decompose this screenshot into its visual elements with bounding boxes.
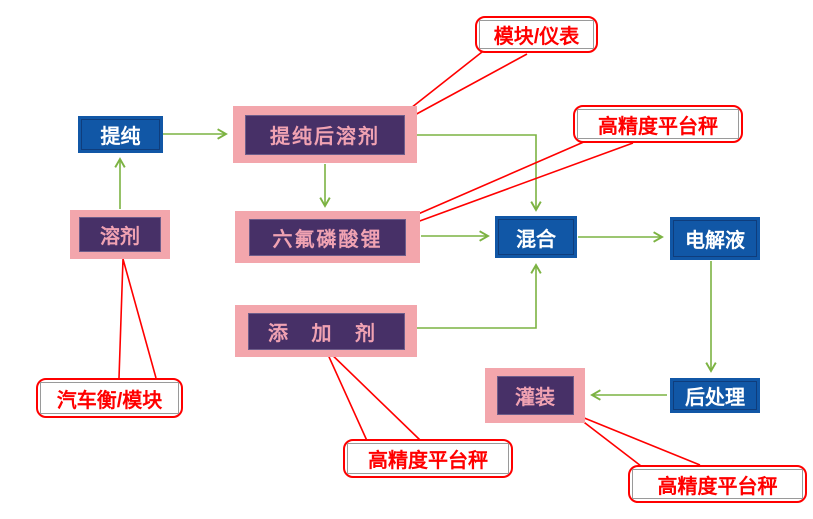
node-electrolyte: 电解液: [670, 217, 760, 260]
node-purify-label: 提纯: [100, 126, 141, 148]
leader-truck-scale: [118, 258, 157, 379]
node-additive: 添 加 剂: [235, 305, 417, 357]
callout-platform-scale-top: 高精度平台秤: [573, 105, 743, 143]
node-purified-solvent: 提纯后溶剂: [233, 106, 417, 163]
node-solvent: 溶剂: [70, 210, 170, 259]
leader-platform-scale-right: [571, 412, 701, 467]
callout-platform-scale-bottom: 高精度平台秤: [343, 439, 513, 478]
node-filling-label: 灌装: [515, 387, 555, 409]
node-solvent-label: 溶剂: [100, 226, 140, 248]
arrow-additive-to-mix: [417, 263, 542, 329]
node-filling: 灌装: [485, 368, 585, 423]
leader-platform-scale-bottom: [324, 347, 421, 444]
callout-platform-scale-bottom-label: 高精度平台秤: [368, 450, 488, 472]
node-additive-label: 添 加 剂: [267, 322, 385, 345]
node-mix-label: 混合: [516, 228, 556, 251]
arrow-purified-solvent-to-mix: [417, 134, 542, 212]
node-purified-solvent-label: 提纯后溶剂: [270, 126, 380, 148]
node-electrolyte-label: 电解液: [685, 230, 745, 252]
leader-platform-scale-top: [401, 140, 634, 227]
node-post-process-label: 后处理: [685, 387, 745, 409]
node-purify: 提纯: [78, 116, 163, 153]
callout-platform-scale-top-label: 高精度平台秤: [598, 115, 718, 138]
node-lipf6: 六氟磷酸锂: [235, 211, 420, 263]
callout-platform-scale-right: 高精度平台秤: [628, 465, 807, 503]
node-lipf6-label: 六氟磷酸锂: [272, 228, 383, 251]
callout-module-instrument: 模块/仪表: [475, 16, 598, 53]
node-mix: 混合: [495, 216, 577, 258]
callout-truck-scale: 汽车衡/模块: [36, 378, 183, 418]
node-post-process: 后处理: [670, 378, 760, 413]
callout-platform-scale-right-label: 高精度平台秤: [657, 475, 778, 498]
callout-module-instrument-label: 模块/仪表: [493, 26, 580, 48]
callout-truck-scale-label: 汽车衡/模块: [56, 389, 163, 412]
